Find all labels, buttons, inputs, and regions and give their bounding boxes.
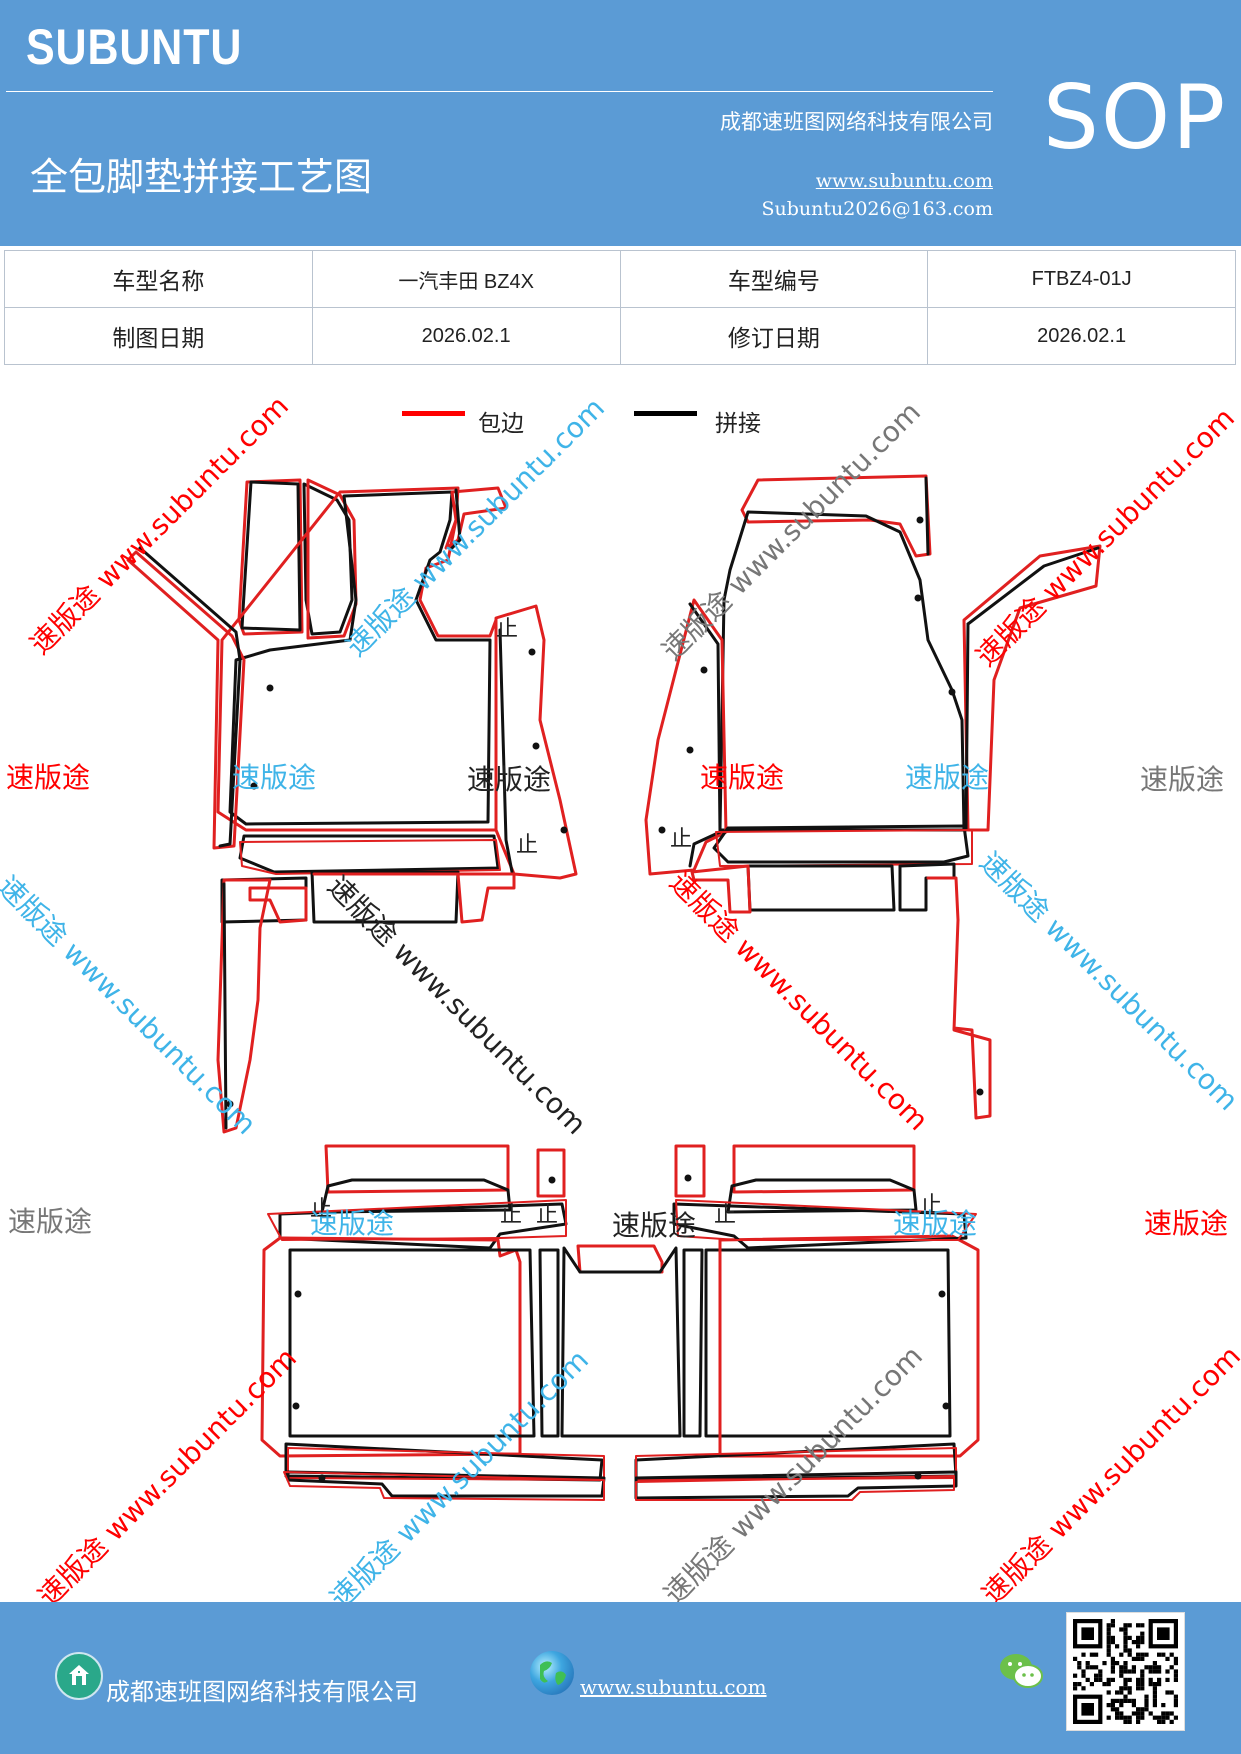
mat-seam (682, 1248, 704, 1438)
stop-mark: 止 (310, 1197, 332, 1222)
mat-seam (718, 510, 966, 832)
watermark-label: 速版途 (232, 761, 317, 794)
mat-edge (644, 598, 728, 876)
header-company: 成都速班图网络科技有限公司 (720, 110, 993, 134)
watermark-label: 速版途 (467, 763, 552, 796)
mat-seam (538, 1248, 560, 1438)
mat-edge (576, 1244, 664, 1274)
qr-code (1066, 1612, 1185, 1731)
mat-edge (674, 1144, 706, 1198)
mat-seam (924, 476, 930, 556)
model-name-label: 车型名称 (4, 250, 313, 308)
stop-mark: 止 (496, 617, 518, 642)
watermark-label: 速版途 (1144, 1207, 1229, 1240)
mat-edge (260, 1236, 522, 1458)
footer-website-link[interactable]: www.subuntu.com (580, 1675, 767, 1699)
mat-seam (310, 870, 460, 924)
mat-edge (283, 1471, 605, 1501)
watermark-label: 速版途 (1140, 763, 1225, 796)
mat-seam (240, 480, 302, 632)
footer-company: 成都速班图网络科技有限公司 (106, 1678, 418, 1706)
mat-edge (237, 478, 304, 636)
sop-badge: SOP (1043, 66, 1228, 169)
mat-seam (288, 1248, 536, 1438)
mat-edge (444, 486, 508, 550)
mat-edge (312, 872, 516, 924)
header-email[interactable]: Subuntu2026@163.com (761, 198, 993, 220)
watermark-label: 速版途 (310, 1207, 395, 1240)
draw-date-value: 2026.02.1 (311, 307, 621, 365)
mat-edge (675, 1199, 977, 1241)
wechat-icon[interactable] (998, 1650, 1044, 1692)
mat-edge (267, 1199, 567, 1241)
watermark-label: 速版途 (700, 761, 785, 794)
brand-logo: SUBUNTU (26, 19, 243, 75)
stop-mark: 止 (670, 827, 692, 852)
mat-seam (964, 622, 970, 832)
mat-edge (926, 876, 992, 1120)
legend-seam-swatch (634, 411, 697, 416)
mat-edge (248, 886, 308, 924)
mat-seam (138, 546, 242, 848)
watermark-label: 速版途 (8, 1205, 93, 1238)
mat-seam (560, 1246, 682, 1438)
rear-mat: 止 止 止 止 止 (260, 1144, 980, 1501)
model-name-value: 一汽丰田 BZ4X (311, 250, 621, 308)
mat-seam (498, 628, 514, 874)
mat-edge (324, 1144, 510, 1194)
globe-icon (530, 1651, 574, 1695)
legend-edge-swatch (402, 411, 465, 416)
table-row: 车型名称 一汽丰田 BZ4X 车型编号 FTBZ4-01J (4, 250, 1236, 308)
mat-seam (222, 882, 228, 1130)
mat-seam (746, 864, 896, 912)
mat-seam (966, 546, 1100, 626)
header-website-link[interactable]: www.subuntu.com (815, 170, 993, 192)
mat-seam (712, 824, 970, 864)
mat-edge (715, 829, 973, 867)
page-title: 全包脚垫拼接工艺图 (30, 155, 373, 199)
mat-edge (494, 604, 578, 880)
watermark-label: 速版途 (612, 1209, 697, 1242)
stop-mark: 止 (714, 1203, 736, 1228)
stop-mark: 止 (536, 1203, 558, 1228)
home-icon (55, 1652, 103, 1700)
header-banner (0, 0, 1241, 246)
header-divider (6, 91, 993, 92)
mat-seam (898, 862, 956, 912)
stop-mark: 止 (516, 833, 538, 858)
mat-edge (962, 544, 1102, 832)
legend-seam-label: 拼接 (715, 411, 761, 437)
watermark-label: 速版途 (893, 1207, 978, 1240)
vehicle-info-table: 车型名称 一汽丰田 BZ4X 车型编号 FTBZ4-01J 制图日期 2026.… (4, 250, 1236, 365)
watermark-label: 速版途 (905, 761, 990, 794)
legend-edge-label: 包边 (478, 411, 524, 437)
mat-edge (216, 878, 272, 1134)
stop-mark: 止 (920, 1193, 942, 1218)
revise-date-value: 2026.02.1 (927, 307, 1236, 365)
mat-seam (450, 488, 462, 550)
mat-edge (635, 1475, 955, 1501)
revise-date-label: 修订日期 (619, 307, 929, 365)
front-left-mat: 止 止 (126, 478, 578, 1134)
mat-edge (732, 1144, 916, 1194)
model-code-value: FTBZ4-01J (927, 250, 1236, 308)
mat-edge (126, 550, 246, 850)
front-right-mat: 止 (644, 474, 1102, 1120)
watermark-label: 速版途 (6, 761, 91, 794)
table-row: 制图日期 2026.02.1 修订日期 2026.02.1 (4, 307, 1236, 365)
mat-edge (690, 864, 752, 914)
mat-edge (536, 1148, 566, 1198)
mat-seam (726, 1178, 918, 1214)
mat-seam (704, 1248, 952, 1438)
stop-mark: 止 (500, 1203, 522, 1228)
model-code-label: 车型编号 (619, 250, 929, 308)
draw-date-label: 制图日期 (4, 307, 313, 365)
mat-seam (228, 490, 492, 826)
